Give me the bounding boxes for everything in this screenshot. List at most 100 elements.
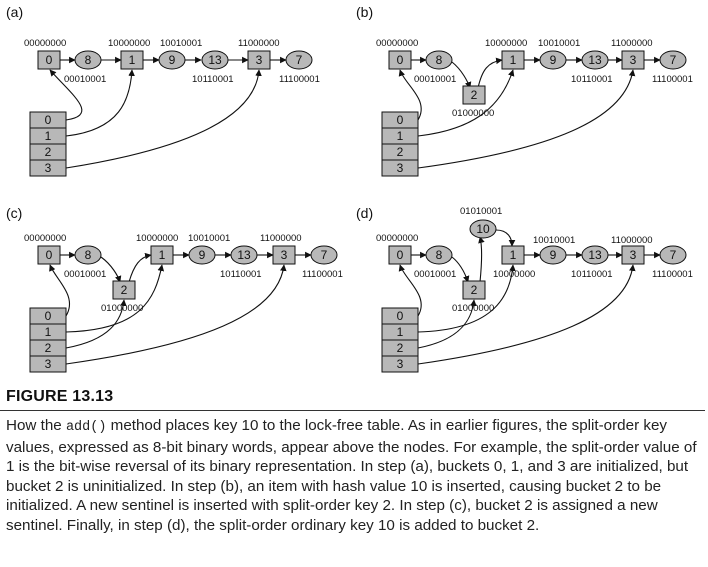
bucket-index: 2 — [45, 341, 52, 355]
bucket-index: 0 — [45, 309, 52, 323]
bucket-pointers — [398, 69, 636, 169]
panel-label: (a) — [6, 4, 23, 20]
bucket-index: 0 — [397, 309, 404, 323]
split-order-label: 00000000 — [376, 38, 418, 49]
item-node: 8 — [74, 245, 102, 265]
svg-text:0: 0 — [397, 248, 404, 262]
svg-text:7: 7 — [670, 248, 677, 262]
svg-text:1: 1 — [129, 53, 136, 67]
svg-text:8: 8 — [436, 53, 443, 67]
split-order-label: 01000000 — [452, 108, 494, 119]
item-node: 8 — [425, 245, 453, 265]
bucket-array: 0 1 2 3 — [381, 111, 419, 177]
split-order-label: 00000000 — [24, 233, 66, 244]
split-order-label: 11100001 — [652, 74, 693, 85]
sentinel-node: 0 — [388, 50, 412, 70]
bucket-index: 3 — [397, 161, 404, 175]
svg-text:8: 8 — [436, 248, 443, 262]
sentinel-node: 0 — [388, 245, 412, 265]
bucket-array: 0 1 2 3 — [381, 307, 419, 373]
sentinel-node: 0 — [37, 50, 61, 70]
bucket-pointers — [398, 264, 636, 365]
bucket-index: 2 — [397, 341, 404, 355]
item-node: 7 — [659, 245, 687, 265]
svg-text:13: 13 — [588, 248, 602, 262]
svg-text:2: 2 — [471, 283, 478, 297]
sentinel-node: 1 — [150, 245, 174, 265]
split-order-label: 10000000 — [136, 233, 178, 244]
sentinel-node: 3 — [272, 245, 296, 265]
svg-text:3: 3 — [281, 248, 288, 262]
split-order-label: 10110001 — [571, 74, 613, 85]
item-node: 8 — [74, 50, 102, 70]
svg-text:2: 2 — [121, 283, 128, 297]
split-order-label: 11000000 — [260, 233, 302, 244]
split-order-label: 10000000 — [485, 38, 527, 49]
split-order-label: 11000000 — [611, 235, 653, 246]
split-order-label: 00000000 — [376, 233, 418, 244]
bucket-index: 3 — [45, 161, 52, 175]
svg-text:7: 7 — [670, 53, 677, 67]
split-order-label: 10010001 — [188, 233, 230, 244]
item-node: 13 — [581, 50, 609, 70]
sentinel-node: 3 — [247, 50, 271, 70]
bucket-index: 3 — [45, 357, 52, 371]
item-node: 7 — [310, 245, 338, 265]
split-order-label: 10110001 — [571, 269, 613, 280]
sentinel-node: 1 — [501, 50, 525, 70]
item-node: 13 — [230, 245, 258, 265]
split-order-label: 00010001 — [64, 269, 106, 280]
panel-c: (c) 0 8 1 9 13 3 7 2 00000000 00010001 1… — [6, 205, 343, 373]
bucket-pointers — [49, 264, 287, 365]
item-node: 9 — [539, 50, 567, 70]
split-order-label: 10010001 — [533, 235, 575, 246]
split-order-label: 11100001 — [302, 269, 343, 280]
svg-text:3: 3 — [630, 53, 637, 67]
split-order-label: 00010001 — [414, 74, 456, 85]
split-order-label: 10110001 — [220, 269, 262, 280]
figure-title: FIGURE 13.13 — [6, 388, 114, 405]
item-node: 7 — [659, 50, 687, 70]
new-item-node: 10 — [469, 219, 497, 239]
sentinel-node: 1 — [120, 50, 144, 70]
bucket-index: 2 — [45, 145, 52, 159]
svg-text:1: 1 — [510, 248, 517, 262]
sentinel-node: 0 — [37, 245, 61, 265]
item-node: 13 — [201, 50, 229, 70]
svg-text:1: 1 — [510, 53, 517, 67]
panel-label: (c) — [6, 205, 22, 221]
split-order-label: 00000000 — [24, 38, 66, 49]
split-order-label: 11000000 — [611, 38, 653, 49]
split-order-label: 10010001 — [160, 38, 202, 49]
svg-text:9: 9 — [169, 53, 176, 67]
panel-label: (d) — [356, 205, 373, 221]
svg-text:2: 2 — [471, 88, 478, 102]
panel-b: (b) 0 8 1 9 13 3 7 2 00000000 00010001 1… — [356, 4, 693, 177]
bucket-index: 1 — [397, 129, 404, 143]
svg-text:13: 13 — [208, 53, 222, 67]
list-links — [60, 251, 312, 283]
svg-text:0: 0 — [397, 53, 404, 67]
caption-text: How the — [6, 417, 66, 434]
bucket-index: 3 — [397, 357, 404, 371]
bucket-pointers — [49, 69, 262, 169]
svg-text:9: 9 — [550, 53, 557, 67]
bucket-index: 1 — [45, 129, 52, 143]
title-rule — [0, 410, 705, 411]
svg-text:9: 9 — [550, 248, 557, 262]
svg-text:7: 7 — [321, 248, 328, 262]
item-node: 7 — [285, 50, 313, 70]
svg-text:8: 8 — [85, 248, 92, 262]
caption-code: add() — [65, 420, 107, 435]
svg-text:13: 13 — [237, 248, 251, 262]
split-order-label: 10000000 — [493, 269, 535, 280]
split-order-label: 00010001 — [64, 74, 106, 85]
split-order-label: 11000000 — [238, 38, 280, 49]
item-node: 8 — [425, 50, 453, 70]
item-node: 13 — [581, 245, 609, 265]
panel-a: (a) 0 8 1 9 13 3 7 00000000 00010001 100… — [6, 4, 320, 177]
split-order-label: 10010001 — [538, 38, 580, 49]
panel-label: (b) — [356, 4, 373, 20]
split-order-label: 01000000 — [452, 303, 494, 314]
new-sentinel-node: 2 — [462, 280, 486, 300]
